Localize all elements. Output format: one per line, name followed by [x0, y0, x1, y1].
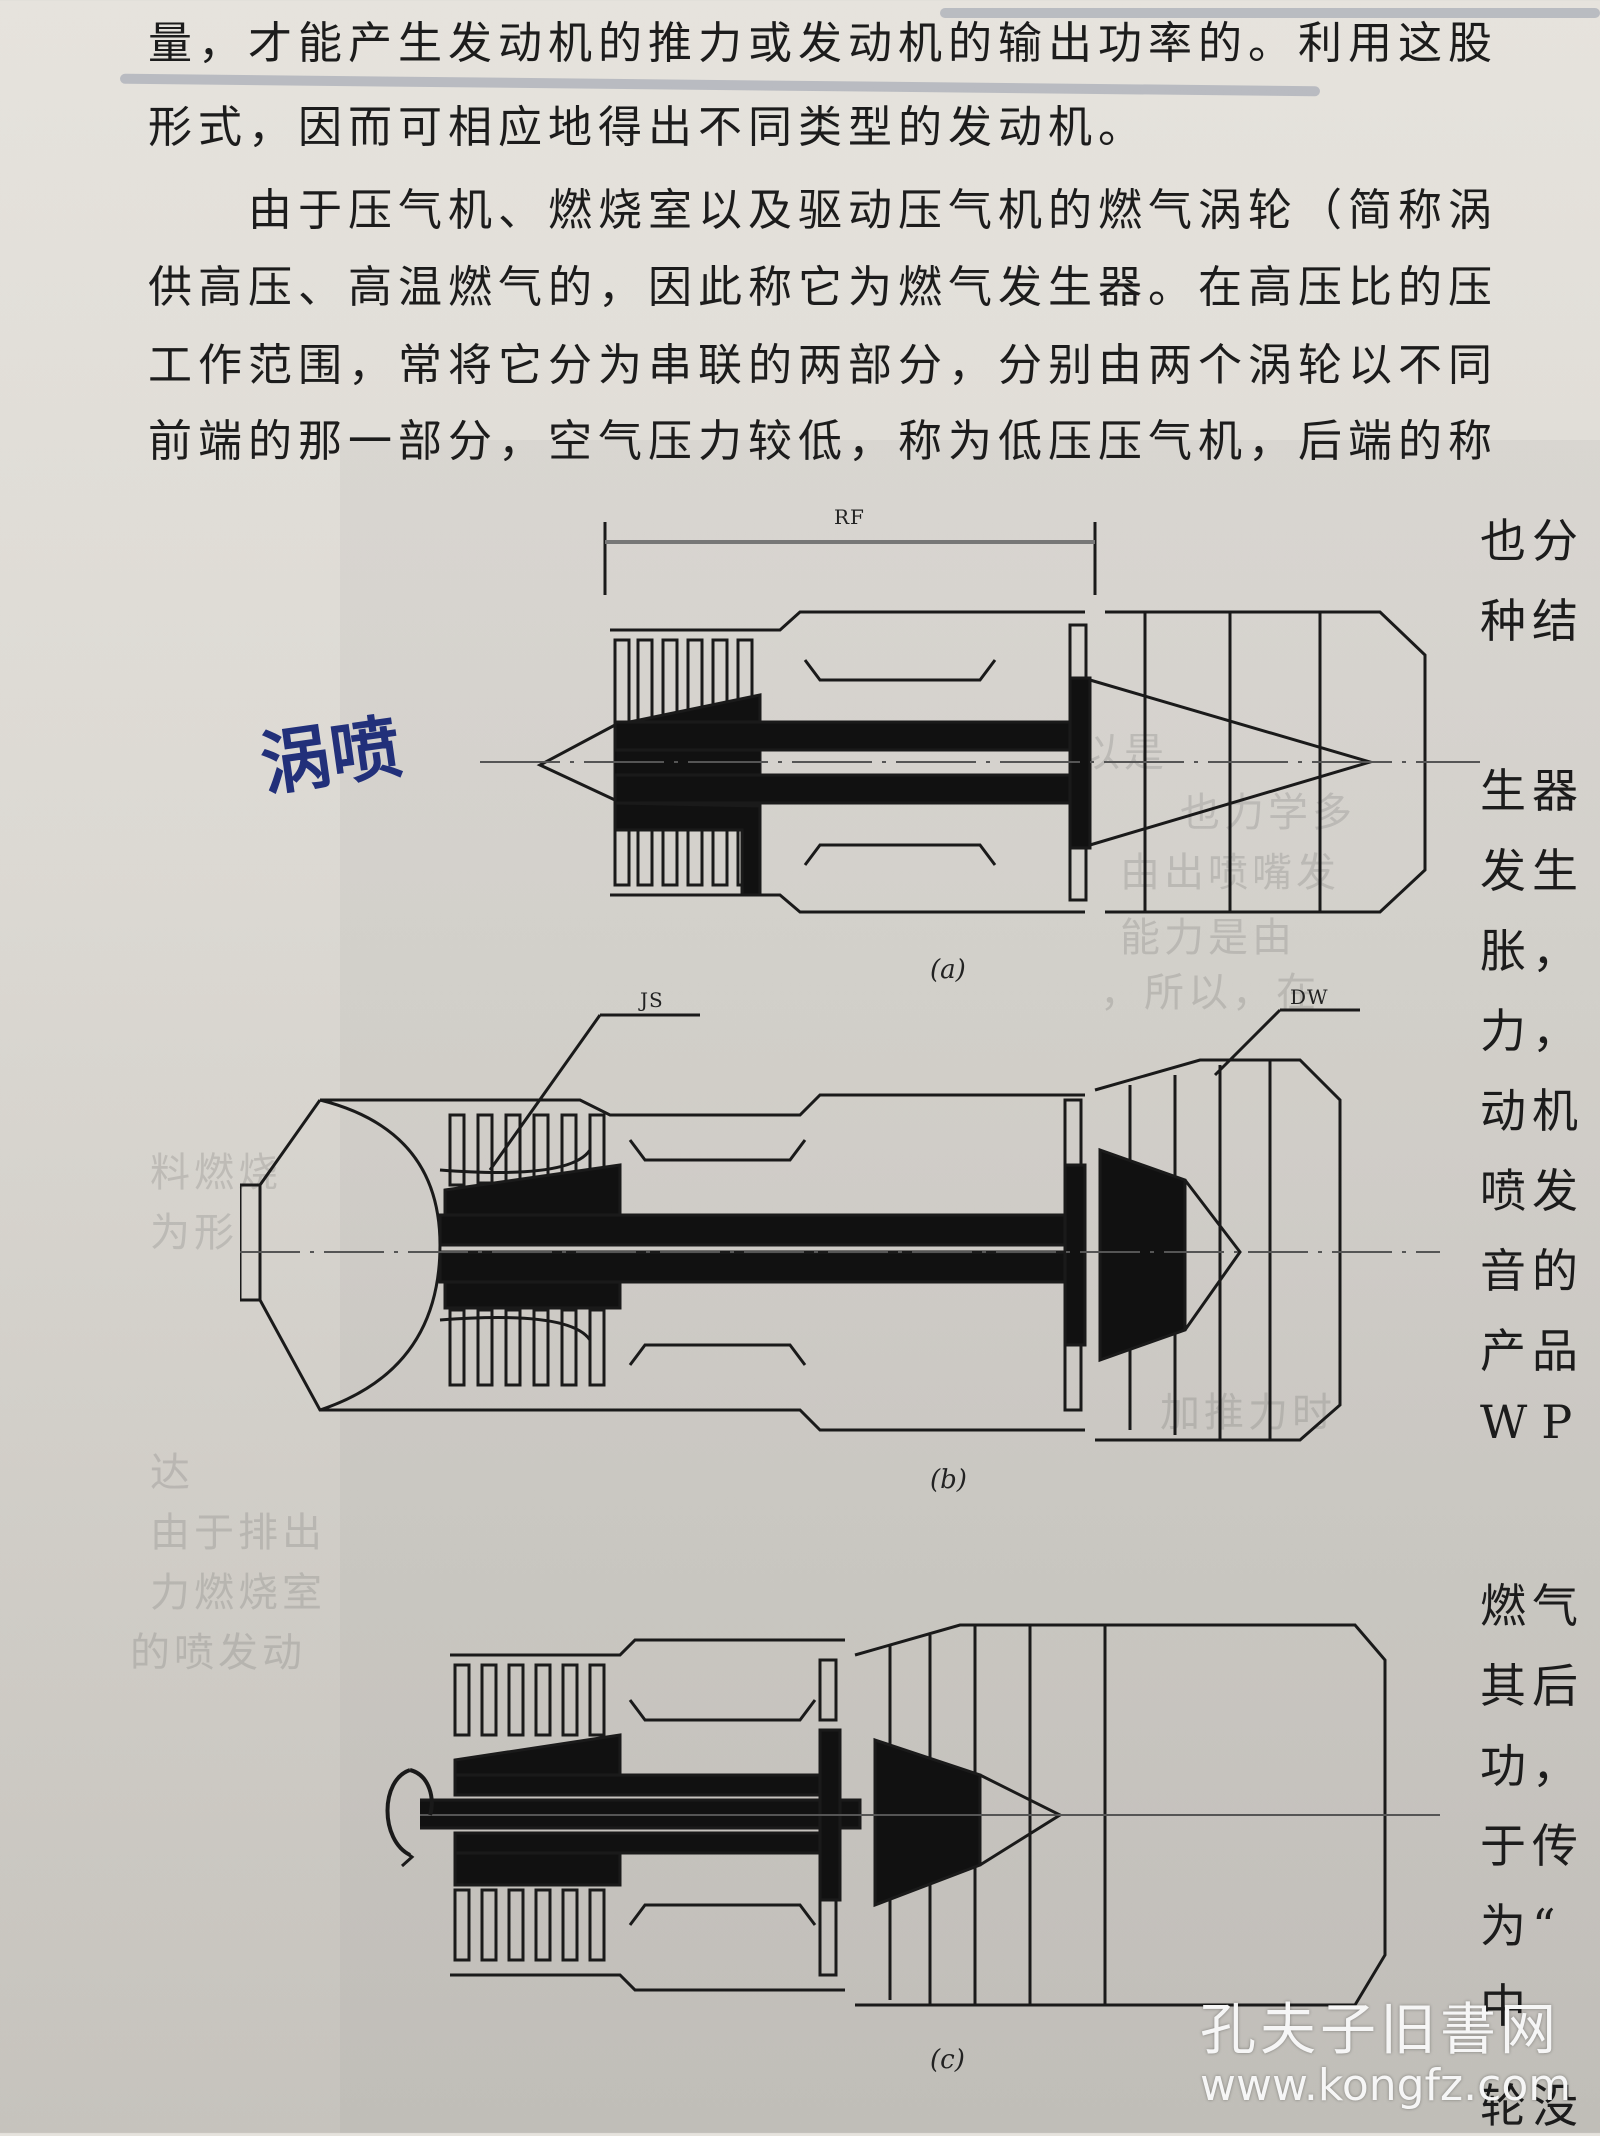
side-text: 中 — [1480, 1979, 1532, 2033]
show-through-text: 加推力时 — [1160, 1390, 1336, 1436]
show-through-text: 由于排出 — [150, 1510, 326, 1556]
side-text: 其后 — [1480, 1659, 1584, 1713]
show-through-text: 能力是由 — [1120, 915, 1296, 961]
side-text: 发生 — [1480, 844, 1584, 898]
highlight-stroke — [940, 8, 1600, 18]
side-text: 音的 — [1480, 1244, 1584, 1298]
side-text: 燃气 — [1480, 1579, 1584, 1633]
caption-c: (c) — [930, 2045, 965, 2075]
turboshaft-diagram-c — [420, 1623, 1440, 2007]
label-dw: DW — [1290, 985, 1329, 1009]
turbojet-diagram-a — [480, 522, 1480, 914]
body-line-6: 前端的那一部分，空气压力较低，称为低压压气机，后端的称 — [148, 416, 1498, 467]
side-text: 轮没 — [1480, 2079, 1584, 2133]
show-through-text: 料燃烧 — [150, 1150, 282, 1196]
caption-b: (b) — [930, 1465, 967, 1495]
show-through-text: 由出喷嘴发 — [1120, 850, 1340, 896]
caption-a: (a) — [930, 955, 966, 985]
side-text: 胀， — [1480, 924, 1584, 978]
label-rf: RF — [834, 505, 865, 529]
side-text: 生器 — [1480, 764, 1584, 818]
side-text: 产品 — [1480, 1324, 1584, 1378]
show-through-text: 力燃烧室 — [150, 1570, 326, 1616]
side-text: 于传 — [1480, 1819, 1584, 1873]
watermark-name: 孔夫子旧書网 — [1200, 1998, 1560, 2063]
side-text: 也分 — [1480, 514, 1584, 568]
turboshaft-diagram-b — [240, 1008, 1440, 1442]
watermark-url: www.kongfz.com — [1200, 2060, 1572, 2111]
body-line-2: 形式，因而可相应地得出不同类型的发动机。 — [148, 102, 1148, 153]
handwritten-note: 涡喷 — [255, 705, 406, 807]
highlight-stroke — [119, 73, 1321, 97]
show-through-text: ，所以，在 — [1100, 970, 1320, 1016]
show-through-text: 以是 — [1080, 730, 1168, 776]
side-text: WP — [1480, 1395, 1587, 1449]
side-text: 动机 — [1480, 1084, 1584, 1138]
watermark: 孔夫子旧書网 www.kongfz.com — [1200, 1985, 1571, 2111]
show-through-text: 也力学多 — [1180, 790, 1356, 836]
side-text: 种结 — [1480, 594, 1584, 648]
body-line-3: 由于压气机、燃烧室以及驱动压气机的燃气涡轮（简称涡 — [148, 185, 1498, 236]
show-through-text: 为形 — [150, 1210, 238, 1256]
side-text: 喷发 — [1480, 1164, 1584, 1218]
body-line-4: 供高压、高温燃气的，因此称它为燃气发生器。在高压比的压 — [148, 262, 1498, 313]
body-line-1: 量，才能产生发动机的推力或发动机的输出功率的。利用这股 — [148, 18, 1498, 69]
body-line-5: 工作范围，常将它分为串联的两部分，分别由两个涡轮以不同 — [148, 340, 1498, 391]
side-text: 力， — [1480, 1004, 1584, 1058]
rotation-arrow-icon — [385, 1768, 434, 1868]
label-js: JS — [640, 988, 664, 1012]
side-text: 功， — [1480, 1739, 1584, 1793]
show-through-text: 达 — [150, 1450, 194, 1496]
side-text: 为“ — [1480, 1899, 1562, 1953]
show-through-text: 的喷发动 — [130, 1630, 306, 1676]
